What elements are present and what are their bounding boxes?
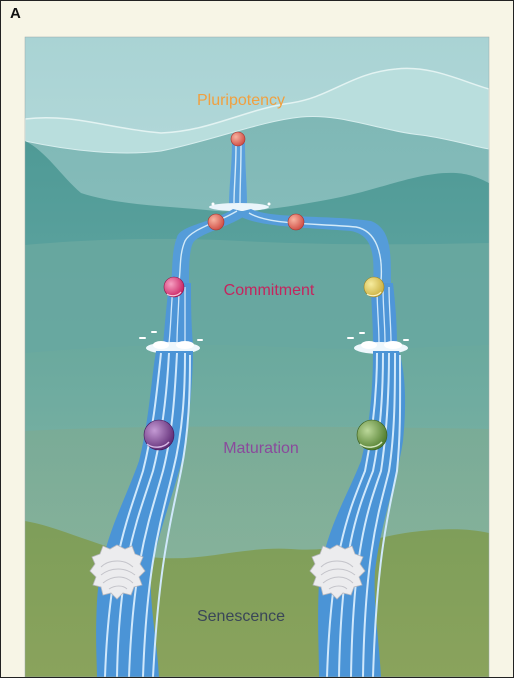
label-maturation: Maturation bbox=[223, 440, 299, 457]
committed-cell-left bbox=[163, 276, 185, 298]
stream-pluripotent bbox=[229, 143, 247, 205]
committed-cell-right bbox=[363, 276, 385, 298]
label-commitment: Commitment bbox=[224, 282, 315, 299]
panel-letter: A bbox=[10, 5, 21, 22]
stream-lineage-left-highlights bbox=[104, 352, 191, 677]
splash-fork bbox=[209, 203, 269, 211]
diagram-frame bbox=[24, 36, 490, 677]
stream-branch-right-upper bbox=[235, 209, 391, 283]
mature-cell-right bbox=[356, 419, 388, 451]
splash-right bbox=[347, 332, 409, 354]
stream-branch-left-upper bbox=[171, 209, 249, 283]
mature-cell-left bbox=[143, 419, 175, 451]
senescent-cell-right bbox=[309, 544, 366, 600]
pluripotent-stem-cell bbox=[230, 131, 246, 147]
progenitor-cell-left bbox=[207, 213, 225, 231]
progenitor-cell-right bbox=[287, 213, 305, 231]
label-pluripotency: Pluripotency bbox=[197, 92, 285, 109]
label-senescence: Senescence bbox=[197, 608, 285, 625]
senescent-cell-left bbox=[89, 544, 146, 600]
